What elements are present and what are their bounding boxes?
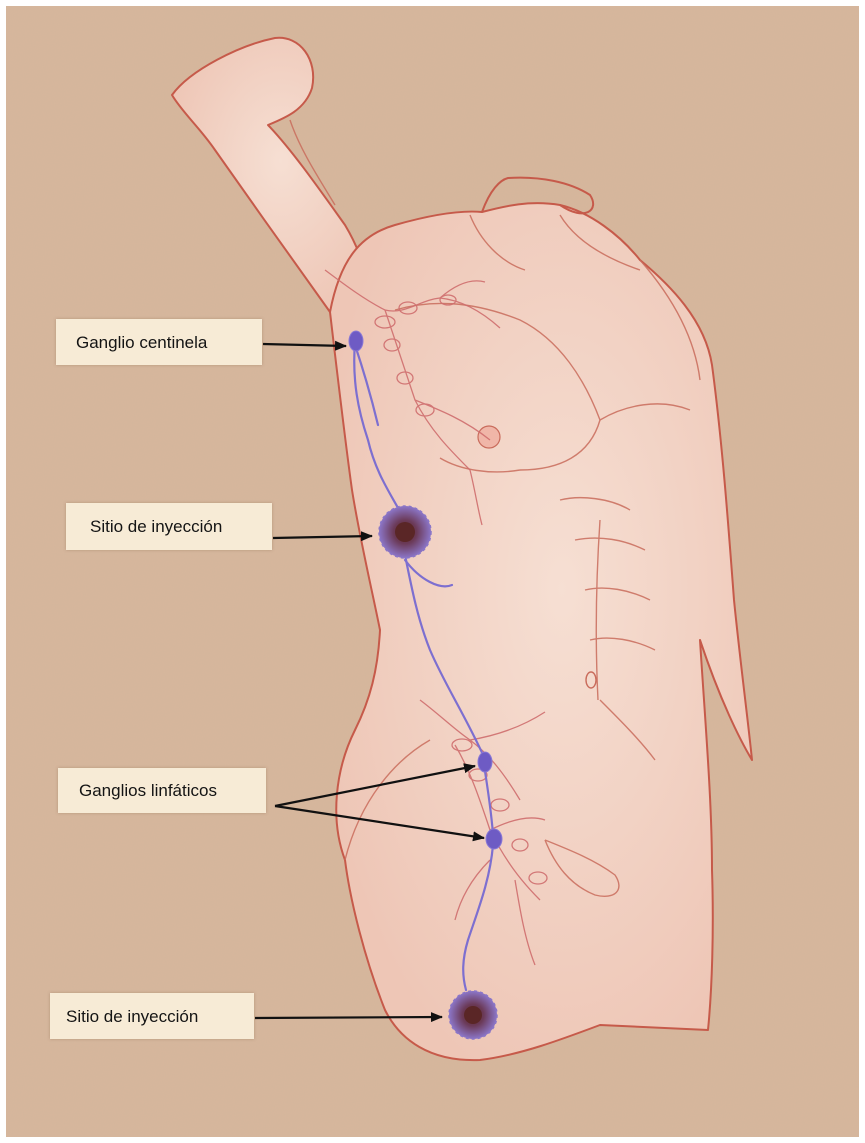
label-lymph-nodes: Ganglios linfáticos (58, 768, 266, 813)
lymph-node-lower (486, 829, 502, 849)
injection-site-upper-marker (379, 506, 431, 558)
label-injection-site-lower: Sitio de inyección (50, 993, 254, 1039)
sentinel-node (349, 331, 363, 351)
lymph-node-upper (478, 752, 492, 772)
label-injection-site-upper: Sitio de inyección (66, 503, 272, 550)
nipple (478, 426, 500, 448)
arrow-injection-lower (255, 1017, 442, 1018)
injection-site-lower-marker (449, 991, 497, 1039)
label-sentinel-node: Ganglio centinela (56, 319, 262, 365)
torso (330, 203, 752, 1060)
